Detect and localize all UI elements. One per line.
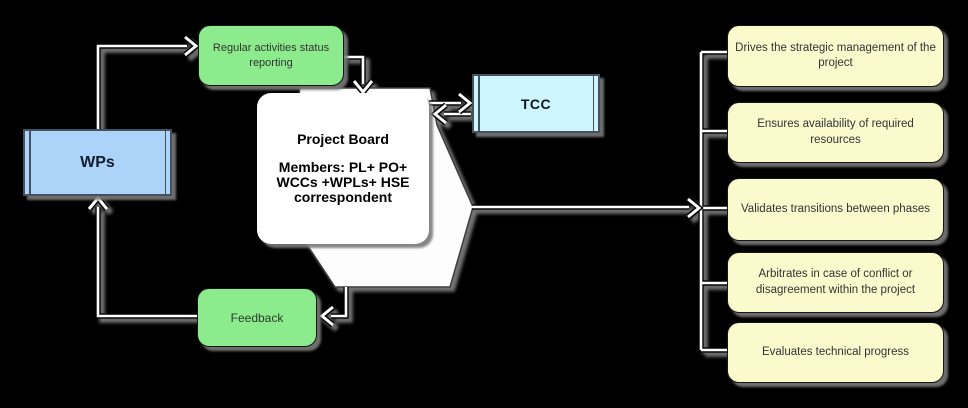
wps-label: WPs [80,153,115,171]
node-wps: WPs [23,129,172,196]
node-responsibility-4: Arbitrates in case of conflict or disagr… [727,252,944,313]
responsibility-2-label: Ensures availability of required resourc… [757,118,914,146]
node-project-board: Project Board Members: PL+ PO+ WCCs +WPL… [257,93,429,244]
responsibility-4-label: Arbitrates in case of conflict or disagr… [755,268,916,296]
node-feedback: Feedback [197,288,317,347]
node-responsibility-2: Ensures availability of required resourc… [727,102,944,163]
connector-shafts [95,43,727,353]
responsibility-5-label: Evaluates technical progress [761,345,910,358]
project-board-title: Project Board [297,131,389,147]
feedback-label: Feedback [230,310,284,325]
connector-board-to-feedback [331,287,349,319]
node-responsibility-3: Validates transitions between phases [727,178,944,241]
connector-feedback-to-wps [95,207,197,319]
arrowheads [86,34,704,328]
project-board-members: Members: PL+ PO+ WCCs +WPLs+ HSE corresp… [276,159,410,205]
connector-reporting-to-board [344,54,366,84]
responsibility-3-label: Validates transitions between phases [740,202,930,215]
regular-reporting-label: Regular activities status reporting [212,42,330,69]
connector-wps-to-reporting [95,43,187,129]
responsibility-1-label: Drives the strategic management of the p… [735,41,936,69]
node-regular-reporting: Regular activities status reporting [198,25,344,86]
node-responsibility-5: Evaluates technical progress [727,322,944,383]
node-tcc: TCC [472,74,600,133]
tcc-label: TCC [520,95,552,112]
node-responsibility-1: Drives the strategic management of the p… [727,25,944,87]
